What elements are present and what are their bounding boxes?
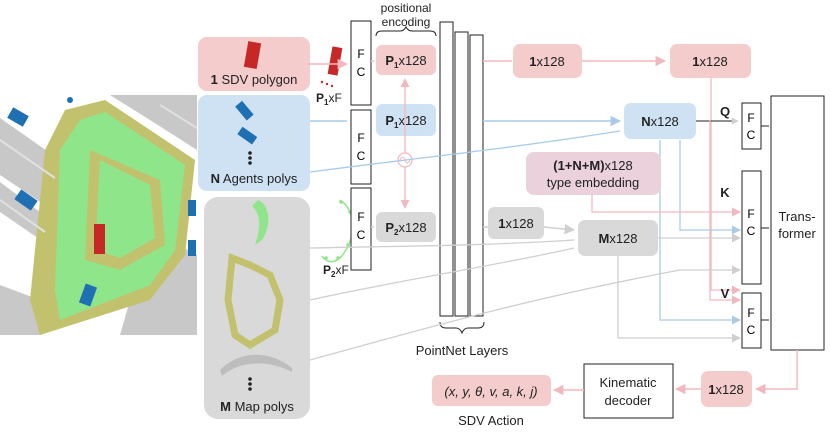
sdv-input-label: 1 SDV polygon <box>211 72 298 87</box>
arrow-map-pool <box>543 223 576 235</box>
svg-text:C: C <box>357 228 366 242</box>
svg-text:C: C <box>747 128 756 142</box>
driving-scene <box>0 95 197 335</box>
svg-text:F: F <box>357 47 364 61</box>
svg-text:P1x128: P1x128 <box>385 53 426 70</box>
arrow-transformer-to-output <box>754 350 798 395</box>
fc-block-k: F C <box>741 170 762 285</box>
transformer-block: Trans- former <box>770 95 825 351</box>
svg-text:F: F <box>747 207 754 221</box>
svg-text:1x128: 1x128 <box>692 54 727 69</box>
svg-text:C: C <box>747 323 756 337</box>
map-polygon-icon <box>224 253 284 350</box>
positional-encoding-label-line1: positional <box>381 1 432 15</box>
map-input-label: M Map polys <box>220 399 294 414</box>
arrow-agents-to-v <box>659 140 741 325</box>
svg-text:Nx128: Nx128 <box>641 114 679 129</box>
arrow-type-to-k <box>591 195 741 217</box>
agent-point-embedding: P1x128 <box>376 104 436 136</box>
svg-text:C: C <box>747 224 756 238</box>
output-vector: 1x128 <box>701 371 752 407</box>
svg-text:P1x128: P1x128 <box>385 113 426 130</box>
svg-text:1x128: 1x128 <box>529 54 564 69</box>
p1-feature-label: P1xF <box>316 91 342 107</box>
arrow-sdv-to-v <box>710 78 741 295</box>
svg-text:decoder: decoder <box>605 393 653 408</box>
fc-block-agents: F C <box>350 109 372 185</box>
v-label: V <box>721 286 730 301</box>
svg-text:1x128: 1x128 <box>708 382 743 397</box>
svg-text:C: C <box>357 149 366 163</box>
kinematic-decoder: Kinematic decoder <box>583 363 674 419</box>
arrow-type-to-v <box>709 120 741 305</box>
svg-text:type embedding: type embedding <box>547 175 640 190</box>
svg-text:F: F <box>357 210 364 224</box>
p2-feature-label: P2xF <box>323 263 349 279</box>
pointnet-label: PointNet Layers <box>416 343 509 358</box>
sdv-point-embedding: P1x128 <box>376 45 436 75</box>
sdv-points-icon <box>327 46 343 76</box>
pointnet-brace <box>439 321 485 335</box>
svg-text:C: C <box>357 65 366 79</box>
fc-block-v: F C <box>741 292 762 349</box>
sdv-action-box: (x, y, θ, v, a, k, j) <box>432 375 551 406</box>
map-point-embedding: P2x128 <box>376 212 436 242</box>
svg-text:F: F <box>747 306 754 320</box>
svg-text:P2x128: P2x128 <box>385 220 426 237</box>
svg-text:1x128: 1x128 <box>498 216 533 231</box>
agent-polygon-icon <box>235 100 254 121</box>
svg-text:(x, y, θ, v, a, k, j): (x, y, θ, v, a, k, j) <box>444 384 537 399</box>
arrow-map-skip-3 <box>309 239 575 249</box>
fc-block-map: F C <box>350 187 372 271</box>
ellipsis-icon <box>248 151 252 165</box>
arrow-agents-skip <box>309 130 621 173</box>
map-points-icon <box>321 199 354 263</box>
k-label: K <box>720 185 730 200</box>
svg-text:(1+N+M)x128: (1+N+M)x128 <box>553 158 633 173</box>
arrow-map-skip-2 <box>309 265 741 361</box>
sdv-pooled-vector: 1x128 <box>513 44 582 78</box>
agents-pooled-vector: Nx128 <box>624 103 696 139</box>
map-input-box <box>204 197 310 419</box>
pointnet-layers <box>439 21 484 317</box>
svg-text:F: F <box>357 131 364 145</box>
svg-text:Trans-: Trans- <box>778 209 815 224</box>
map-points-dots <box>324 200 355 260</box>
map-polygon-icon <box>252 200 269 245</box>
sdv-query-vector: 1x128 <box>670 44 751 78</box>
sdv-action-label: SDV Action <box>458 413 524 428</box>
map-point-pooled: 1x128 <box>488 207 544 239</box>
map-polygon-icon <box>220 354 292 376</box>
positional-encoding-label-line2: encoding <box>382 15 431 29</box>
agents-input-label: N Agents polys <box>211 171 298 186</box>
type-embedding: (1+N+M)x128 type embedding <box>526 152 661 195</box>
sdv-points-dots <box>320 80 334 88</box>
sdv-polygon-icon <box>243 41 262 70</box>
agents-input-box <box>198 95 310 191</box>
ellipsis-icon <box>248 377 252 391</box>
map-pooled-vector: Mx128 <box>578 220 658 256</box>
svg-text:Mx128: Mx128 <box>598 231 637 246</box>
svg-text:Kinematic: Kinematic <box>599 375 657 390</box>
arrow-agents-to-k <box>679 140 741 235</box>
svg-text:former: former <box>778 226 816 241</box>
fc-block-q: F C <box>741 102 762 150</box>
positional-encoding-brace <box>375 25 437 37</box>
q-label: Q <box>720 104 730 119</box>
arrow-map-skip-1 <box>309 247 575 301</box>
fc-block-sdv: F C <box>350 20 372 106</box>
svg-text:F: F <box>747 111 754 125</box>
agent-polygon-icon <box>237 126 258 145</box>
